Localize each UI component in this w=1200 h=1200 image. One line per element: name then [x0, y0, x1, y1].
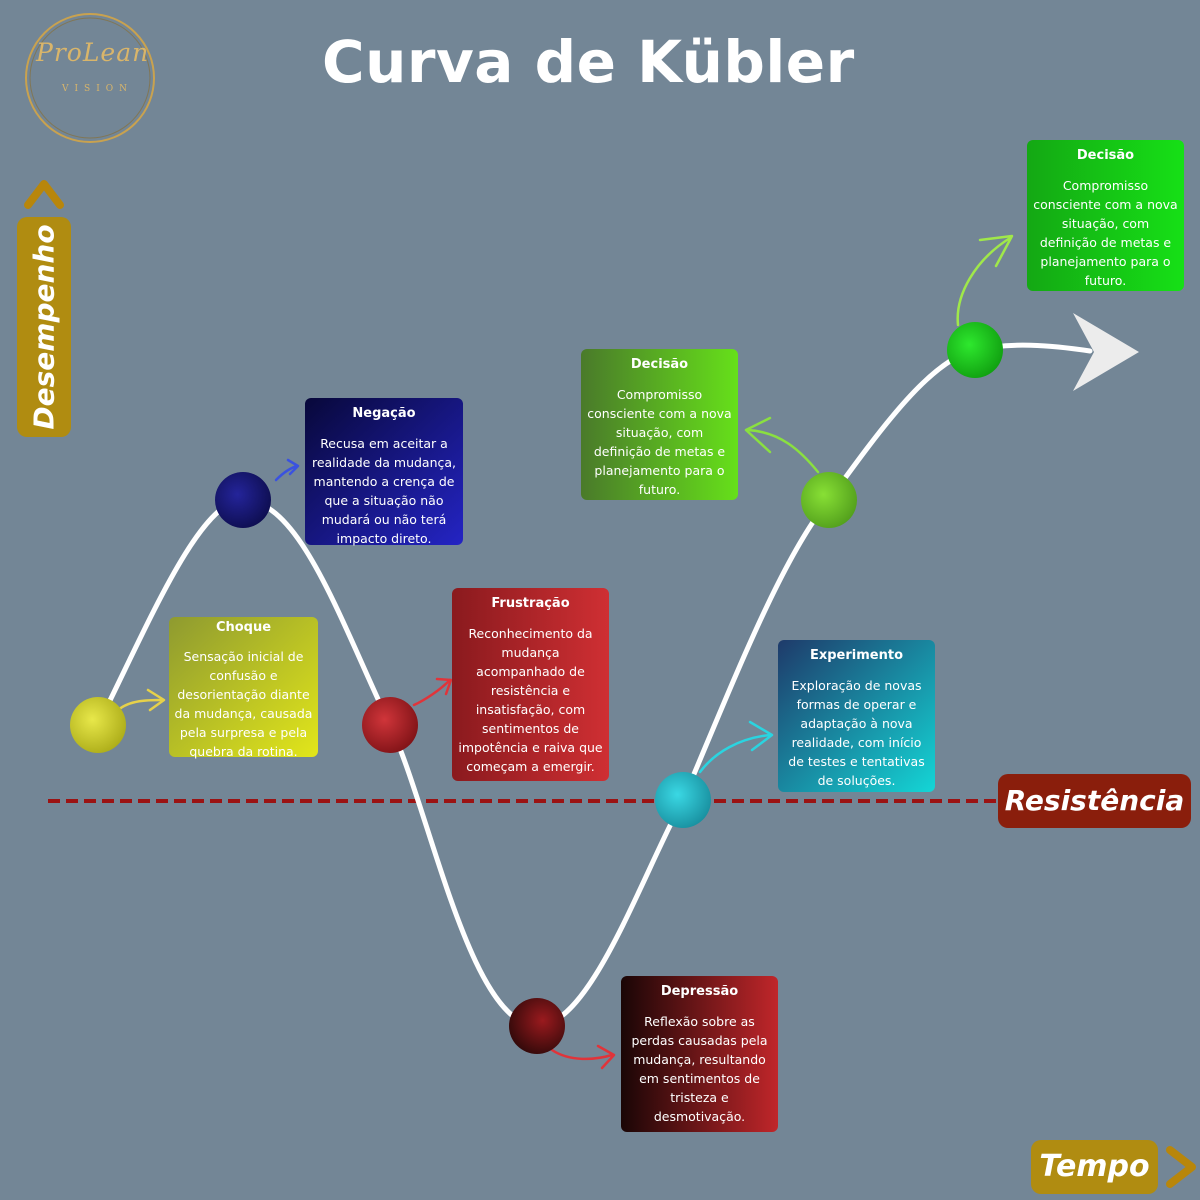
decisao-2-connector-arrow [956, 234, 1014, 327]
experimento-connector-arrow [698, 720, 774, 774]
card-bg-negacao [305, 398, 463, 545]
stage-card-choque: Choque Sensação inicial de confusão e de… [169, 612, 318, 759]
stage-marker-negacao [215, 472, 271, 528]
stage-title-decisao-2: Decisão [1076, 148, 1135, 163]
frustracao-connector-arrow [412, 677, 453, 707]
stage-title-frustracao: Frustração [491, 596, 570, 611]
stage-marker-choque [70, 697, 126, 753]
y-axis-label: Desempenho [27, 224, 61, 430]
decisao-1-connector-arrow [744, 416, 820, 474]
stage-title-experimento: Experimento [809, 648, 904, 663]
stage-marker-frustracao [362, 697, 418, 753]
stage-card-experimento: Experimento Exploração de novas formas d… [778, 640, 935, 792]
stage-marker-decisao-1 [801, 472, 857, 528]
stage-description-negacao: Recusa em aceitar a realidade da mudança… [311, 436, 457, 546]
stage-title-depressao: Depressão [660, 984, 739, 999]
stage-description-decisao-1: Compromisso consciente com a nova situaç… [587, 387, 732, 497]
y-axis-badge [17, 217, 71, 437]
stage-marker-experimento [655, 772, 711, 828]
stage-title-decisao-1: Decisão [630, 357, 689, 372]
stage-description-experimento: Exploração de novas formas de operar e a… [788, 678, 925, 788]
stage-title-negacao: Negação [352, 406, 416, 421]
resistance-badge: Resistência [998, 774, 1191, 828]
card-bg-frustracao [452, 588, 609, 781]
x-axis-label: Tempo [1039, 1149, 1150, 1184]
stage-marker-decisao-2 [947, 322, 1003, 378]
card-bg-experimento [778, 640, 935, 792]
stage-card-depressao: Depressão Reflexão sobre as perdas causa… [621, 976, 778, 1132]
logo-subtitle: VISION [62, 84, 134, 94]
page-title: Curva de Kübler [322, 28, 855, 96]
card-bg-choque [169, 617, 318, 757]
stage-card-decisao-1: Decisão Compromisso consciente com a nov… [581, 349, 738, 500]
stage-marker-depressao [509, 998, 565, 1054]
x-axis [40, 1146, 1196, 1188]
stage-title-choque: Choque [215, 620, 272, 635]
stage-description-frustracao: Reconhecimento da mudança acompanhado de… [458, 626, 603, 774]
logo-ring [25, 13, 155, 143]
stage-card-negacao: Negação Recusa em aceitar a realidade da… [305, 398, 463, 546]
curve-arrowhead [1073, 313, 1139, 391]
logo-wordmark: ProLean [36, 38, 150, 67]
stage-description-choque: Sensação inicial de confusão e desorient… [174, 649, 313, 759]
stage-description-depressao: Reflexão sobre as perdas causadas pela m… [631, 1014, 768, 1124]
stage-card-decisao-2: Decisão Compromisso consciente com a nov… [1027, 140, 1184, 291]
x-axis-badge [1031, 1140, 1158, 1194]
negacao-connector-arrow [274, 458, 300, 482]
depressao-connector-arrow [550, 1044, 616, 1070]
card-bg-decisao-2 [1027, 140, 1184, 291]
choque-connector-arrow [116, 688, 166, 712]
stage-description-decisao-2: Compromisso consciente com a nova situaç… [1033, 178, 1178, 288]
stage-card-frustracao: Frustração Reconhecimento da mudança aco… [452, 588, 609, 781]
card-bg-decisao-1 [581, 349, 738, 500]
card-bg-depressao [621, 976, 778, 1132]
